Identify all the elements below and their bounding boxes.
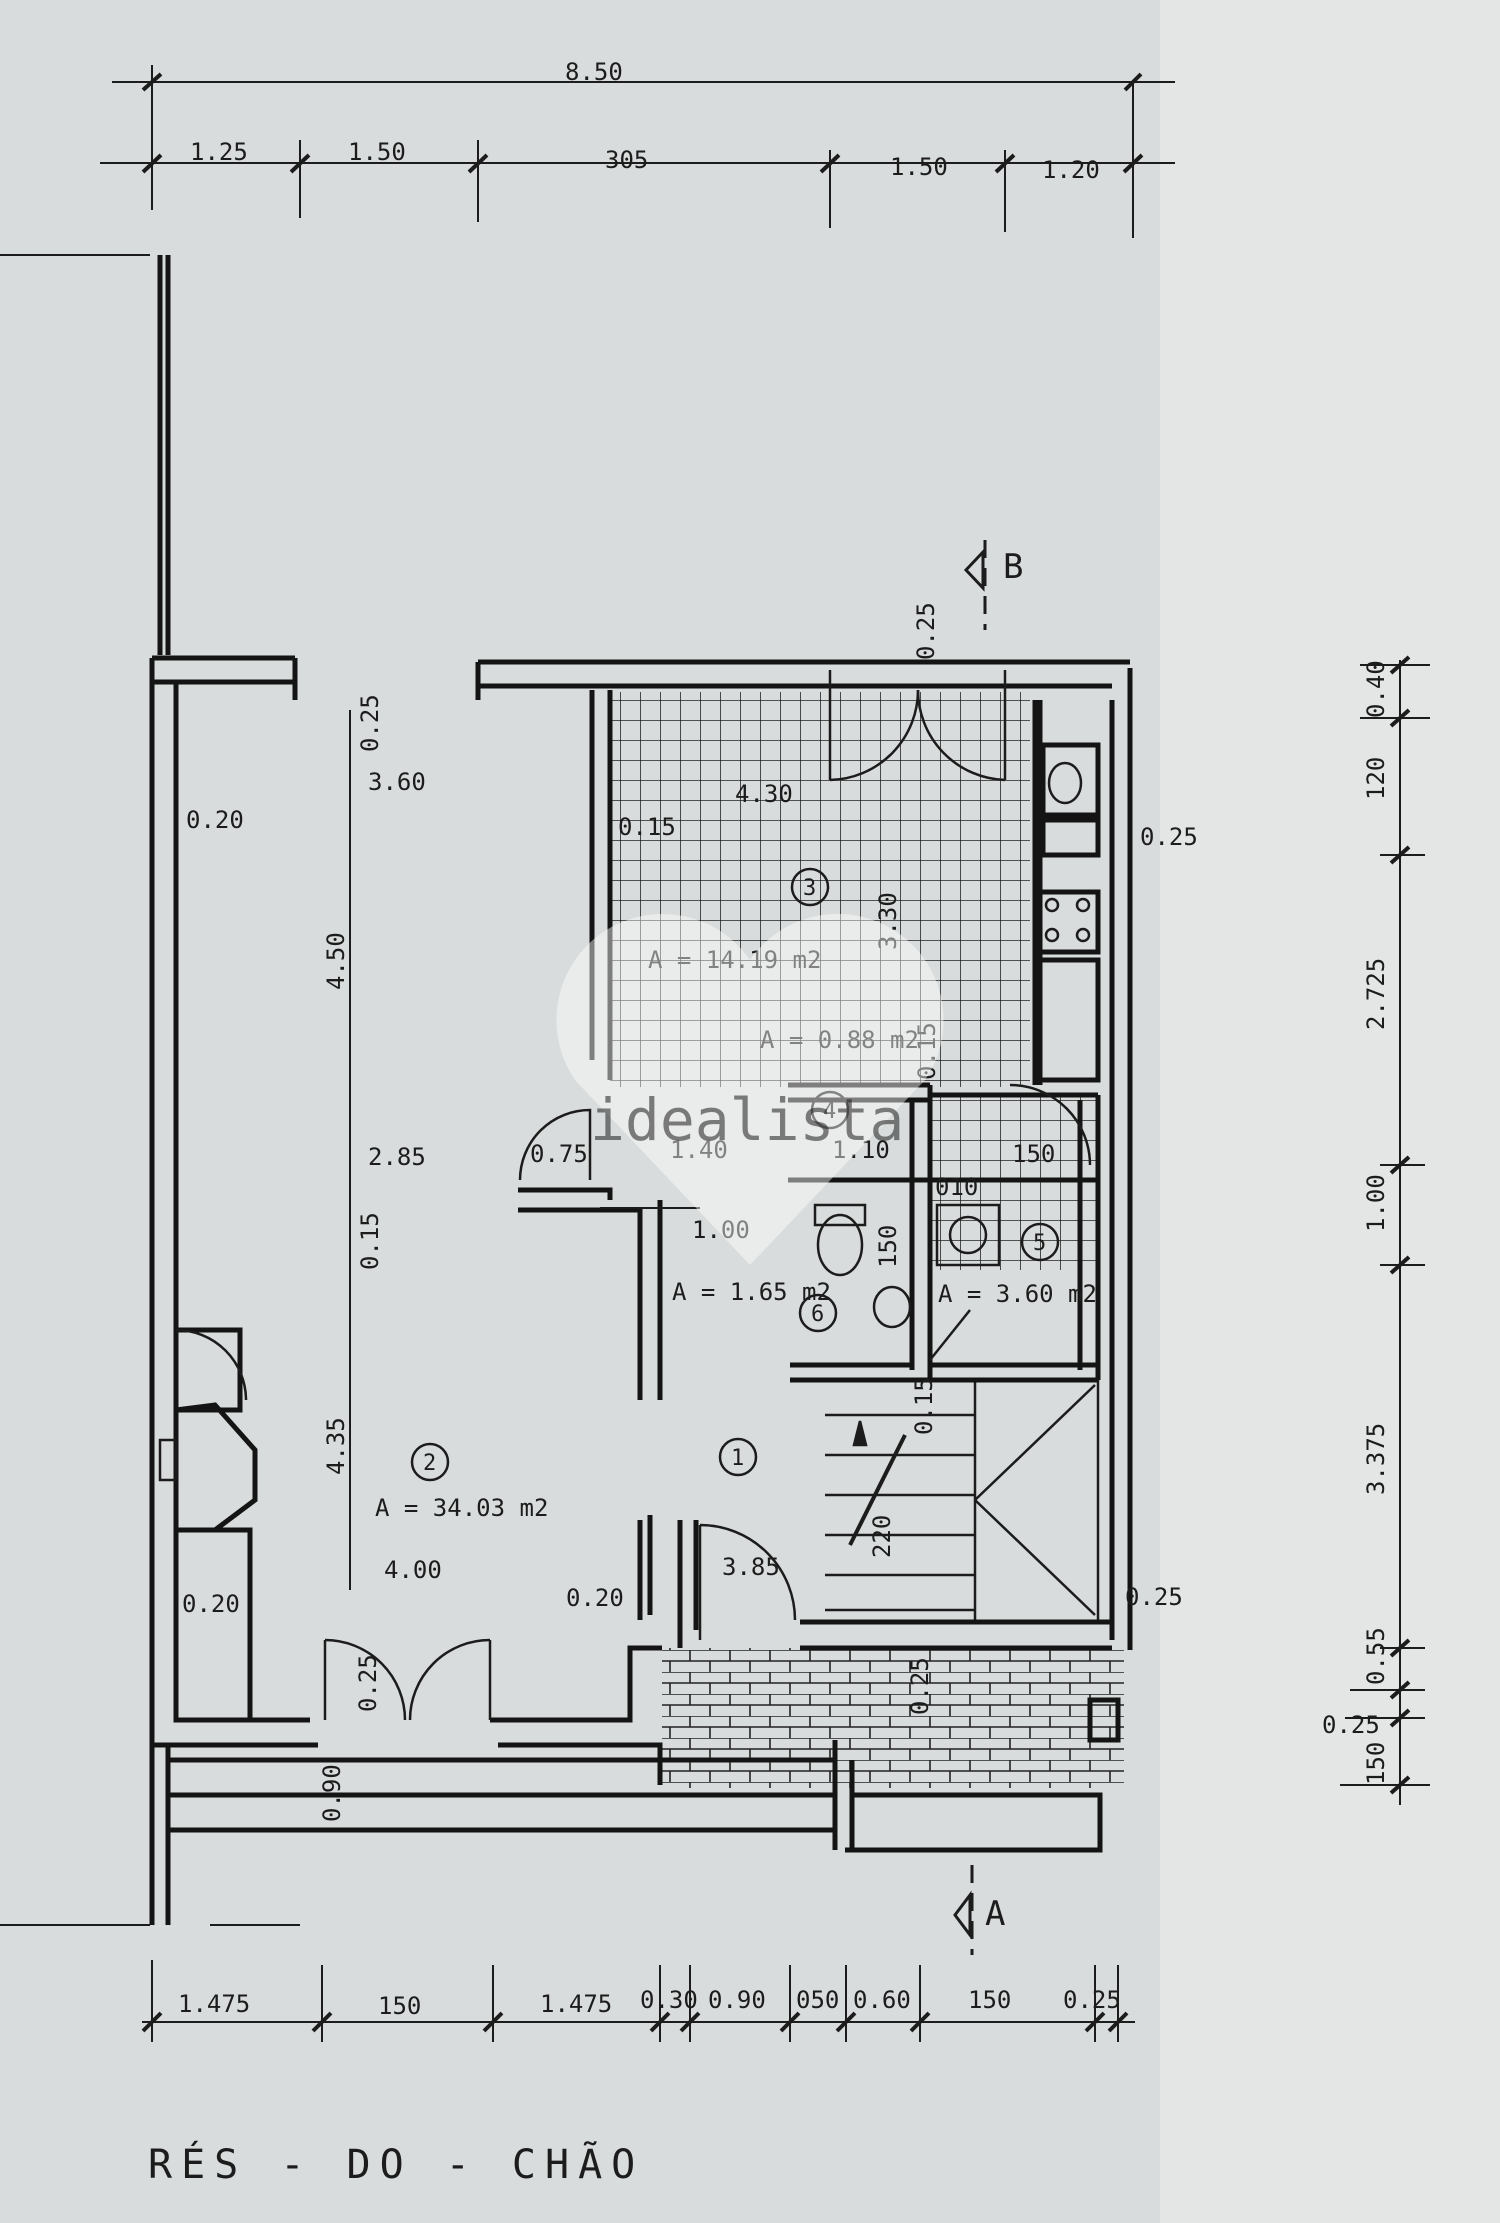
dim-150-v: 150 — [874, 1225, 902, 1268]
dim-0.15-mid: 0.15 — [356, 1212, 384, 1270]
dim-top-3: 305 — [605, 146, 648, 174]
watermark: idealista — [556, 913, 944, 1265]
section-marker-a: A — [953, 1865, 1005, 1955]
dim-1.10: 1.10 — [832, 1136, 890, 1164]
dim-bottom-6: 050 — [796, 1986, 839, 2014]
dim-4.50: 4.50 — [322, 932, 350, 990]
area-kitchen: A = 14.19 m2 — [648, 946, 821, 974]
room-number-1: 1 — [718, 1437, 758, 1477]
dim-3.85: 3.85 — [722, 1553, 780, 1581]
dimension-ticks — [141, 72, 1411, 2033]
dim-right-1: 0.40 — [1362, 660, 1390, 718]
dim-0.20-b: 0.20 — [182, 1590, 240, 1618]
dim-2.85: 2.85 — [368, 1143, 426, 1171]
dim-right-5: 3.375 — [1362, 1423, 1390, 1495]
dim-0.25-door: 0.25 — [354, 1654, 382, 1712]
dim-top-5: 1.20 — [1042, 156, 1100, 184]
dim-3.30: 3.30 — [874, 892, 902, 950]
dimension-lines — [0, 65, 1430, 2042]
dim-bottom-8: 150 — [968, 1986, 1011, 2014]
room-number-6: 6 — [798, 1293, 838, 1333]
fixtures — [158, 761, 1091, 1482]
terrace-paving — [662, 1648, 1124, 1788]
section-marker-b: B — [963, 540, 1023, 630]
dim-1.00: 1.00 — [692, 1216, 750, 1244]
svg-text:4: 4 — [823, 1099, 836, 1124]
dim-4.35: 4.35 — [322, 1417, 350, 1475]
dim-right-8: 150 — [1362, 1742, 1390, 1785]
dim-bottom-5: 0.90 — [708, 1986, 766, 2014]
svg-text:2: 2 — [423, 1451, 436, 1476]
dim-1.40: 1.40 — [670, 1136, 728, 1164]
dim-0.90: 0.90 — [318, 1764, 346, 1822]
dim-0.15-stair: 0.15 — [910, 1377, 938, 1435]
room-number-5: 5 — [1020, 1222, 1060, 1262]
room-number-2: 2 — [410, 1442, 450, 1482]
room-number-3: 3 — [790, 867, 830, 907]
dim-top-4: 1.50 — [890, 153, 948, 181]
dim-0.25-top: 0.25 — [356, 694, 384, 752]
dim-bottom-7: 0.60 — [853, 1986, 911, 2014]
kitchen-tiles — [610, 692, 1100, 1270]
dim-bottom-4: 0.30 — [640, 1986, 698, 2014]
dim-4.30: 4.30 — [735, 780, 793, 808]
area-laundry: A = 3.60 m2 — [938, 1280, 1097, 1308]
area-wc: A = 1.65 m2 — [672, 1278, 831, 1306]
dim-top-1: 1.25 — [190, 138, 248, 166]
dim-0.25-kdoor: 0.25 — [912, 602, 940, 660]
dim-3.60: 3.60 — [368, 768, 426, 796]
dim-0.25-bottom: 0.25 — [906, 1657, 934, 1715]
dim-bottom-2: 150 — [378, 1992, 421, 2020]
dim-010: 010 — [935, 1173, 978, 1201]
svg-text:1: 1 — [731, 1446, 744, 1471]
dim-right-3: 2.725 — [1362, 958, 1390, 1030]
dim-0.25-right: 0.25 — [1140, 823, 1198, 851]
dim-bottom-9: 0.25 — [1063, 1986, 1121, 2014]
dim-right-2: 120 — [1362, 757, 1390, 800]
dim-bottom-3: 1.475 — [540, 1990, 612, 2018]
section-label-a: A — [985, 1894, 1005, 1934]
dim-0.75: 0.75 — [530, 1140, 588, 1168]
dim-bottom-1: 1.475 — [178, 1990, 250, 2018]
area-pantry: A = 0.88 m2 — [760, 1026, 919, 1054]
dim-right-6: 0.55 — [1362, 1627, 1390, 1685]
paper-shade — [1160, 0, 1500, 2223]
area-living: A = 34.03 m2 — [375, 1494, 548, 1522]
dim-top-2: 1.50 — [348, 138, 406, 166]
dim-0.20-c: 0.20 — [566, 1584, 624, 1612]
dim-right-7: 0.25 — [1322, 1711, 1380, 1739]
svg-text:6: 6 — [811, 1302, 824, 1327]
svg-text:3: 3 — [803, 876, 816, 901]
dim-0.15-k: 0.15 — [618, 813, 676, 841]
dim-0.20-a: 0.20 — [186, 806, 244, 834]
dim-0.15-wc: 0.15 — [913, 1022, 941, 1080]
dim-top-total: 8.50 — [565, 58, 623, 86]
svg-text:5: 5 — [1033, 1231, 1046, 1256]
watermark-text: idealista — [590, 1086, 904, 1154]
plan-title: RÉS - DO - CHÃO — [148, 2140, 644, 2188]
dim-150-r: 150 — [1012, 1140, 1055, 1168]
dim-right-4: 1.00 — [1362, 1174, 1390, 1232]
doors — [175, 670, 1092, 1721]
section-label-b: B — [1003, 547, 1023, 587]
dim-4.00: 4.00 — [384, 1556, 442, 1584]
dim-0.25-bottom-right: 0.25 — [1125, 1583, 1183, 1611]
room-number-4: 4 — [810, 1090, 850, 1130]
dim-220: 220 — [868, 1515, 896, 1558]
walls — [149, 255, 1133, 1925]
